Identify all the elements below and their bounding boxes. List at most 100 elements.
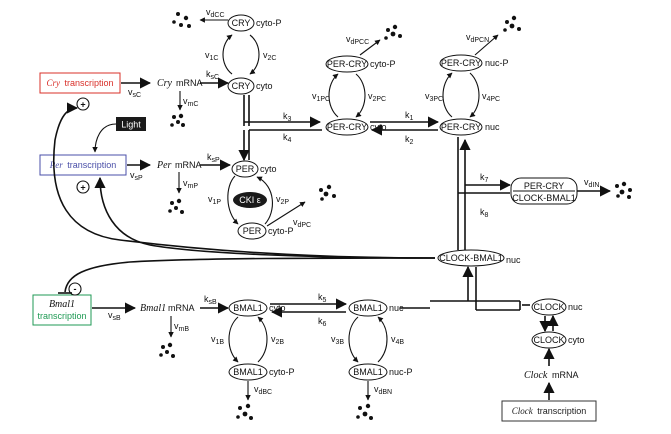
bmal-transcription-word: transcription [37, 311, 86, 321]
svg-text:BMAL1: BMAL1 [233, 303, 263, 313]
bmal-transcription-box: Bmal1 transcription [32, 294, 92, 326]
minus-sign-bmal: - [68, 282, 82, 296]
svg-text:vmC: vmC [183, 96, 198, 108]
svg-text:-: - [74, 284, 77, 294]
percry-cyto-node [325, 118, 369, 136]
per-mrna-gene: Per [156, 160, 172, 171]
svg-text:PER-CRY: PER-CRY [441, 122, 481, 132]
cry-transcription-box: Cry transcription [39, 72, 121, 94]
bmal-dephosphorylation-arrow [257, 316, 268, 363]
activation-to-per [94, 176, 436, 259]
svg-text:PER-CRY: PER-CRY [441, 58, 481, 68]
bmal-nuc-node [348, 299, 388, 317]
svg-text:k4: k4 [283, 132, 292, 144]
per-p-degradation [266, 201, 306, 227]
svg-text:ksP: ksP [207, 152, 220, 164]
clock-mrna-label: mRNA [552, 370, 579, 380]
percry-dephosphorylation-arrow [355, 73, 366, 118]
svg-text:nuc: nuc [389, 303, 404, 313]
svg-text:PER: PER [243, 226, 262, 236]
percry-cyto-degradation [359, 39, 381, 56]
percry-nuc-p-node [439, 54, 483, 72]
svg-text:cyto: cyto [568, 335, 585, 345]
per-transcription-word: transcription [67, 160, 116, 170]
svg-text:nuc: nuc [506, 255, 521, 265]
bmal-mrna-degraded-icon [159, 342, 175, 358]
bmal-mrna-label: mRNA [168, 303, 195, 313]
bmal-p-degraded-icon [236, 403, 253, 420]
svg-text:CLOCK-BMAL1: CLOCK-BMAL1 [439, 253, 503, 263]
svg-text:ksC: ksC [206, 69, 219, 81]
svg-text:v2PC: v2PC [368, 91, 386, 103]
svg-text:vdPCC: vdPCC [346, 34, 369, 46]
cry-p-degraded-icon [172, 12, 191, 28]
svg-text:vsP: vsP [130, 170, 143, 182]
bmal-nuc-phosphorylation [348, 316, 359, 363]
svg-text:k3: k3 [283, 111, 292, 123]
per-cyto-node [231, 160, 259, 178]
svg-text:vdBN: vdBN [374, 384, 392, 396]
svg-text:Clock transcription: Clock transcription [512, 406, 587, 416]
percry-cyto-p-node [325, 55, 369, 73]
bmal-nuc-p-degraded-icon [356, 403, 373, 420]
svg-text:BMAL1: BMAL1 [233, 367, 263, 377]
cry-mrna-degraded-icon [170, 113, 185, 127]
svg-text:vdBC: vdBC [254, 384, 272, 396]
svg-text:BMAL1: BMAL1 [353, 303, 383, 313]
svg-text:Light: Light [121, 120, 141, 130]
cry-transcription-word: transcription [64, 78, 113, 88]
svg-text:k5: k5 [318, 292, 327, 304]
svg-text:vsB: vsB [108, 310, 121, 322]
clock-transcription-box: Clock transcription [501, 400, 597, 422]
svg-text:CRY: CRY [232, 18, 251, 28]
cry-dephosphorylation-arrow [249, 34, 260, 75]
svg-text:vdPCN: vdPCN [466, 32, 489, 44]
complex-degraded-icon [615, 181, 632, 199]
cry-phosphorylation-arrow [222, 34, 233, 75]
svg-text:v1P: v1P [208, 194, 221, 206]
svg-text:vdPC: vdPC [293, 217, 311, 229]
cry-mrna-gene: Cry [157, 78, 173, 89]
svg-text:v1B: v1B [211, 334, 224, 346]
plus-sign-cry: + [76, 97, 90, 111]
per-gene-label: Per [49, 160, 63, 170]
ck1e-badge: CKI ε [233, 192, 267, 208]
bmal-cyto-node [228, 299, 268, 317]
clock-transcription-word: transcription [537, 406, 586, 416]
cry-cyto-node [227, 77, 255, 95]
svg-text:nuc: nuc [485, 122, 500, 132]
svg-text:v2B: v2B [271, 334, 284, 346]
svg-text:vdCC: vdCC [206, 7, 225, 19]
inactive-complex-node: PER-CRY CLOCK-BMAL1 [510, 177, 578, 205]
svg-text:vdIN: vdIN [584, 177, 599, 189]
svg-text:cyto-P: cyto-P [268, 226, 294, 236]
svg-text:PER-CRY: PER-CRY [327, 122, 367, 132]
svg-text:CLOCK-BMAL1: CLOCK-BMAL1 [512, 193, 576, 203]
svg-text:nuc: nuc [568, 302, 583, 312]
svg-text:v4PC: v4PC [482, 91, 500, 103]
svg-text:vmP: vmP [183, 178, 198, 190]
svg-text:ksB: ksB [204, 294, 217, 306]
cry-gene-label: Cry [46, 78, 60, 88]
svg-text:v4B: v4B [391, 334, 404, 346]
percry-cyto-degraded-icon [384, 24, 402, 40]
svg-text:+: + [80, 183, 85, 193]
svg-text:PER-CRY: PER-CRY [524, 181, 564, 191]
per-p-degraded-icon [319, 184, 336, 201]
percry-nuc-phosphorylation [442, 72, 453, 118]
clock-mrna-gene: Clock [524, 370, 548, 381]
svg-text:k6: k6 [318, 316, 327, 328]
svg-text:k8: k8 [480, 207, 489, 219]
svg-text:Cry transcription: Cry transcription [46, 78, 113, 88]
per-dephosphorylation-arrow [256, 176, 273, 225]
svg-text:v1C: v1C [205, 50, 218, 62]
svg-text:CRY: CRY [232, 81, 251, 91]
svg-text:cyto-P: cyto-P [370, 59, 396, 69]
svg-text:nuc-P: nuc-P [485, 58, 509, 68]
percry-nuc-dephosphorylation [469, 72, 480, 118]
per-transcription-box: Per transcription [39, 154, 127, 176]
per-phosphorylation-arrow [227, 175, 239, 225]
svg-text:v2C: v2C [263, 50, 276, 62]
